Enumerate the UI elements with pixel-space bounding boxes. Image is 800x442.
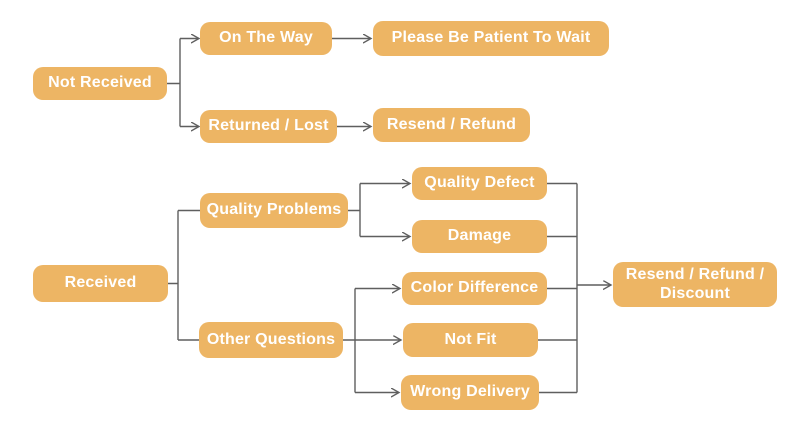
node-damage: Damage: [412, 220, 547, 253]
node-quality-problems: Quality Problems: [200, 193, 348, 228]
node-returned-lost: Returned / Lost: [200, 110, 337, 143]
node-quality-defect: Quality Defect: [412, 167, 547, 200]
node-resend-refund: Resend / Refund: [373, 108, 530, 142]
connector-trunk-lines: [167, 38, 578, 394]
node-received: Received: [33, 265, 168, 302]
node-other-questions: Other Questions: [199, 322, 343, 358]
node-not-fit: Not Fit: [403, 323, 538, 357]
node-please-be-patient-to-wait: Please Be Patient To Wait: [373, 21, 609, 56]
node-on-the-way: On The Way: [200, 22, 332, 55]
node-wrong-delivery: Wrong Delivery: [401, 375, 539, 410]
node-not-received: Not Received: [33, 67, 167, 100]
node-color-difference: Color Difference: [402, 272, 547, 305]
node-resend-refund-discount: Resend / Refund / Discount: [613, 262, 777, 307]
